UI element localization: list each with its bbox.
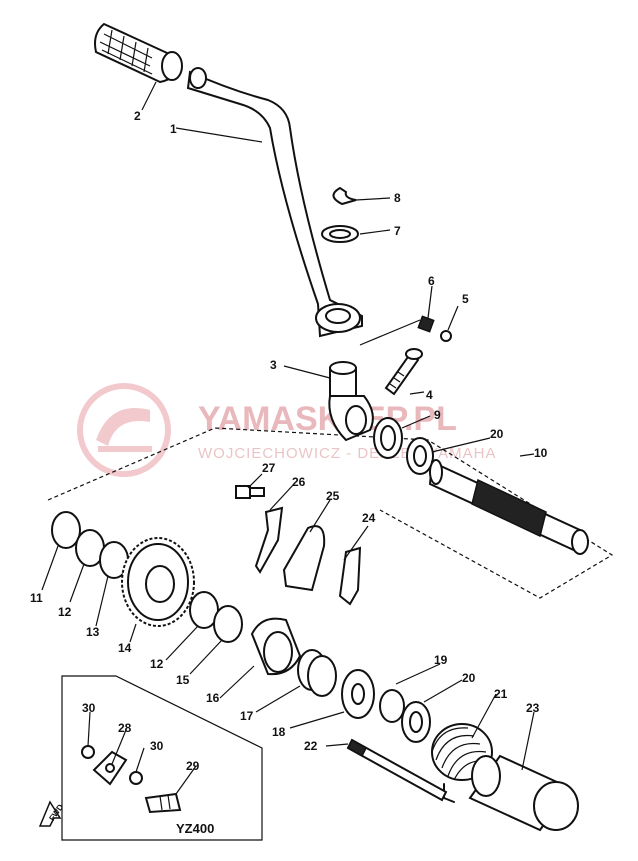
callout-12b: 12 xyxy=(150,657,164,671)
watermark-title: YAMASKLEP.PL xyxy=(198,400,457,438)
callout-29: 29 xyxy=(186,759,200,773)
callout-4: 4 xyxy=(426,388,433,402)
kick-grip xyxy=(94,22,183,84)
pinch-bolt xyxy=(384,348,423,396)
spring-cover xyxy=(468,754,579,832)
callout-13: 13 xyxy=(86,625,100,639)
callout-20b: 20 xyxy=(462,671,476,685)
circlip-left xyxy=(51,511,81,549)
callout-25: 25 xyxy=(326,489,340,503)
callout-15: 15 xyxy=(176,673,190,687)
circlip-small xyxy=(213,605,243,643)
spring-pin xyxy=(346,738,448,802)
guide-bolt xyxy=(235,485,265,499)
callout-numbers: 1 2 3 4 5 6 7 8 9 10 11 12 12 13 14 15 1… xyxy=(30,109,548,773)
callout-24: 24 xyxy=(362,511,376,525)
callout-14: 14 xyxy=(118,641,132,655)
callout-17: 17 xyxy=(240,709,254,723)
inset-washer-2 xyxy=(129,771,143,785)
ratchet-wheel xyxy=(250,617,302,676)
kick-boss xyxy=(328,361,374,442)
callout-27: 27 xyxy=(262,461,276,475)
inset-washer xyxy=(81,745,95,759)
callout-30b: 30 xyxy=(150,739,164,753)
yz400-inset: YZ400 FWD xyxy=(38,675,263,841)
detent-ball xyxy=(440,330,452,342)
callout-7: 7 xyxy=(394,224,401,238)
detent-spring xyxy=(417,315,435,333)
circlip xyxy=(332,186,357,206)
callout-26: 26 xyxy=(292,475,306,489)
inset-bolt xyxy=(144,792,182,814)
callout-12a: 12 xyxy=(58,605,72,619)
spring-clip xyxy=(297,649,337,697)
watermark-logo-icon xyxy=(77,383,171,477)
callout-5: 5 xyxy=(462,292,469,306)
callout-6: 6 xyxy=(428,274,435,288)
callout-10: 10 xyxy=(534,446,548,460)
kick-gear xyxy=(121,537,195,627)
callout-22: 22 xyxy=(304,739,318,753)
callout-2: 2 xyxy=(134,109,141,123)
spring-plate xyxy=(338,546,362,606)
kick-axle xyxy=(428,459,589,555)
circlip-right xyxy=(379,689,405,723)
callout-28: 28 xyxy=(118,721,132,735)
clip-guide xyxy=(282,525,326,592)
callout-21: 21 xyxy=(494,687,508,701)
stopper-plate xyxy=(254,506,284,574)
callout-23: 23 xyxy=(526,701,540,715)
callout-1: 1 xyxy=(170,122,177,136)
callout-8: 8 xyxy=(394,191,401,205)
callout-18: 18 xyxy=(272,725,286,739)
inset-model-label: YZ400 xyxy=(176,821,214,836)
leader-lines xyxy=(41,81,535,795)
callout-16: 16 xyxy=(206,691,220,705)
callout-20a: 20 xyxy=(490,427,504,441)
callout-11: 11 xyxy=(30,591,43,605)
callout-19: 19 xyxy=(434,653,448,667)
kick-lever xyxy=(186,67,363,338)
inset-bracket xyxy=(92,750,128,786)
callout-9: 9 xyxy=(434,408,441,422)
callout-30a: 30 xyxy=(82,701,96,715)
callout-3: 3 xyxy=(270,358,277,372)
